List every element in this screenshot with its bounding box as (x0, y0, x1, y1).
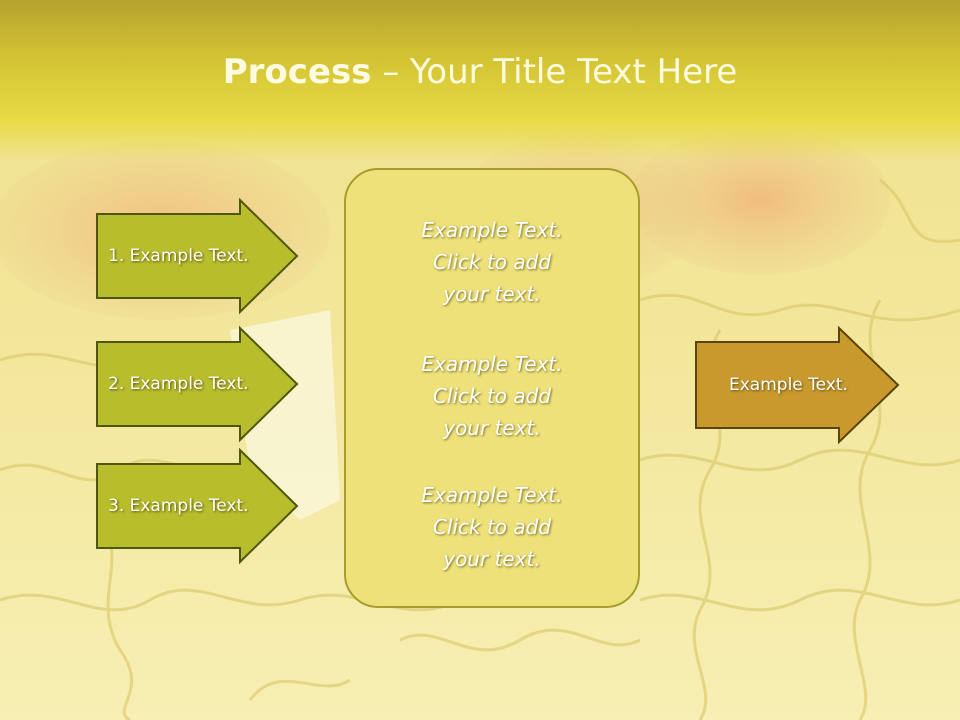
left-arrow-label: 3. Example Text. (108, 496, 249, 516)
right-arrow[interactable]: Example Text. (695, 325, 900, 445)
center-line: your text. (443, 282, 541, 306)
center-line: Click to add (432, 384, 552, 408)
center-text-box[interactable]: Example Text. Click to add your text. Ex… (344, 168, 640, 608)
center-line: Click to add (432, 515, 552, 539)
right-arrow-label: Example Text. (729, 375, 848, 395)
center-line: Click to add (432, 250, 552, 274)
title-bold: Process (222, 52, 372, 92)
center-text-block-1: Example Text. Click to add your text. (346, 214, 638, 310)
left-arrow-2[interactable]: 2. Example Text. (96, 325, 299, 443)
title-band (0, 0, 960, 160)
arrow-right-shape (96, 447, 299, 565)
left-arrow-3[interactable]: 3. Example Text. (96, 447, 299, 565)
arrow-right-shape (96, 197, 299, 315)
arrow-right-shape (695, 325, 900, 445)
arrow-right-shape (96, 325, 299, 443)
center-line: Example Text. (421, 352, 563, 376)
center-text-block-2: Example Text. Click to add your text. (346, 348, 638, 444)
center-line: Example Text. (421, 218, 563, 242)
center-line: Example Text. (421, 483, 563, 507)
center-text-block-3: Example Text. Click to add your text. (346, 479, 638, 575)
title-rest: – Your Title Text Here (371, 52, 738, 92)
left-arrow-label: 1. Example Text. (108, 246, 249, 266)
left-arrow-1[interactable]: 1. Example Text. (96, 197, 299, 315)
left-arrow-label: 2. Example Text. (108, 374, 249, 394)
center-line: your text. (443, 547, 541, 571)
center-line: your text. (443, 416, 541, 440)
slide-title[interactable]: Process – Your Title Text Here (0, 52, 960, 92)
